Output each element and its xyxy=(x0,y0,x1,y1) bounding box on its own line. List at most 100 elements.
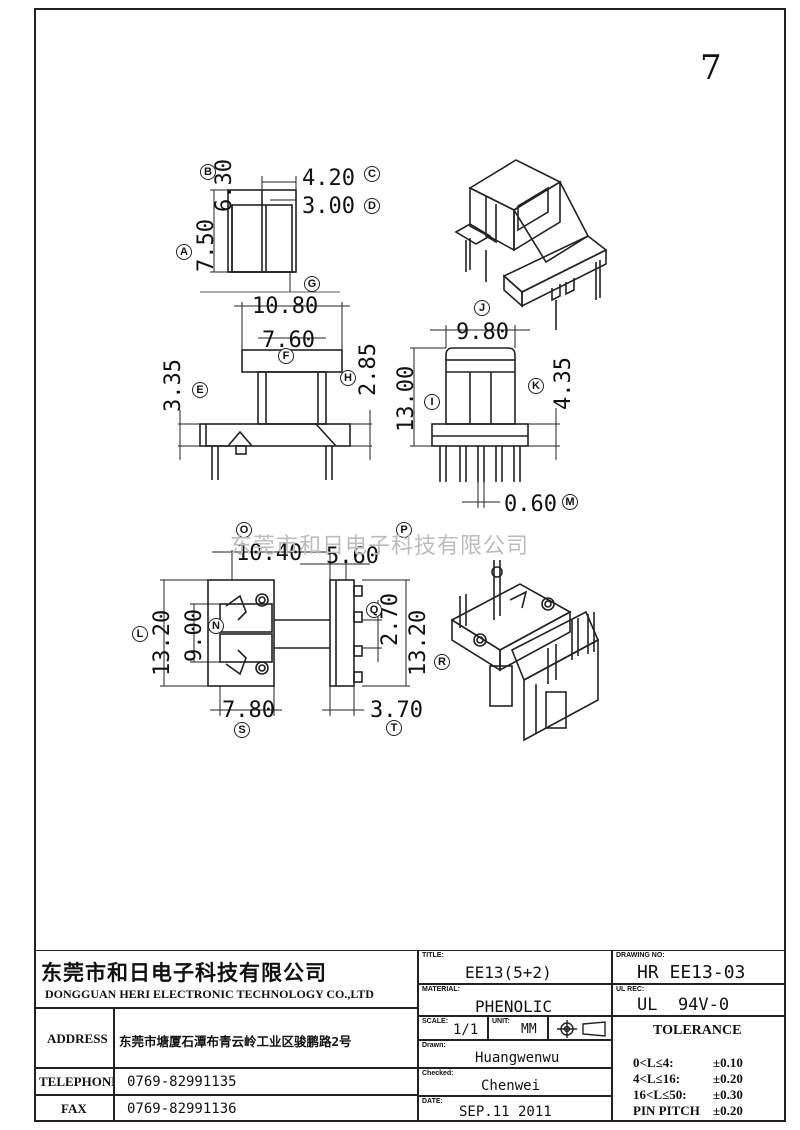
dim-d: 3.00 xyxy=(302,194,355,219)
checked-cell: Checked: Chenwei xyxy=(418,1068,612,1096)
label-m: M xyxy=(562,494,578,510)
bottom-view xyxy=(160,550,410,716)
page-number: 7 xyxy=(700,48,722,88)
date-label: DATE: xyxy=(422,1098,443,1105)
dim-f: 7.60 xyxy=(262,328,315,353)
telephone-label-cell: TELEPHONE xyxy=(34,1068,114,1095)
dim-b: 6.30 xyxy=(212,159,237,212)
watermark: 东莞市和日电子科技有限公司 xyxy=(230,534,530,559)
drawn-value: Huangwenwu xyxy=(475,1050,560,1066)
dim-g: 10.80 xyxy=(252,294,319,319)
material-cell: MATERIAL: PHENOLIC xyxy=(418,984,612,1016)
label-k: K xyxy=(528,378,544,394)
label-n: N xyxy=(208,618,224,634)
dim-i: 13.00 xyxy=(394,365,419,432)
scale-label: SCALE: xyxy=(422,1018,449,1025)
dim-h: 2.85 xyxy=(356,343,381,396)
label-e: E xyxy=(192,382,208,398)
projection-symbol-cell xyxy=(548,1016,612,1040)
dim-s: 7.80 xyxy=(222,698,275,723)
unit-value: MM xyxy=(521,1022,537,1037)
label-h: H xyxy=(340,370,356,386)
drawn-label: Drawn: xyxy=(422,1042,446,1049)
date-cell: DATE: SEP.11 2011 xyxy=(418,1096,612,1122)
tolerance-range-3: 16<L≤50: xyxy=(633,1087,687,1102)
label-p: P xyxy=(396,522,412,538)
tolerance-cell: TOLERANCE 0<L≤4: ±0.10 4<L≤16: ±0.20 16<… xyxy=(612,1016,786,1122)
label-j: J xyxy=(474,300,490,316)
dim-p: 5.60 xyxy=(326,544,379,569)
company-name-en: DONGGUAN HERI ELECTRONIC TECHNOLOGY CO.,… xyxy=(45,987,374,1001)
isometric-view-top xyxy=(454,159,608,330)
address-value-cell: 东莞市塘厦石潭布青云岭工业区骏鹏路2号 xyxy=(114,1008,418,1068)
label-f: F xyxy=(278,348,294,364)
dim-e: 3.35 xyxy=(161,359,186,412)
telephone-value: 0769-82991135 xyxy=(127,1074,237,1090)
ul-rec-cell: UL REC: UL 94V-0 xyxy=(612,984,786,1016)
label-a: A xyxy=(176,244,192,260)
address-label: ADDRESS xyxy=(47,1031,108,1046)
label-l: L xyxy=(132,626,148,642)
dim-m: 0.60 xyxy=(504,492,557,517)
drawn-cell: Drawn: Huangwenwu xyxy=(418,1040,612,1068)
title-cell: TITLE: EE13(5+2) xyxy=(418,950,612,984)
label-q: Q xyxy=(366,602,382,618)
dim-r: 13.20 xyxy=(406,609,431,676)
checked-value: Chenwei xyxy=(481,1078,541,1094)
tolerance-range-1: 0<L≤4: xyxy=(633,1055,674,1070)
fax-label-cell: FAX xyxy=(34,1095,114,1122)
title-label: TITLE: xyxy=(422,952,444,959)
address-label-cell: ADDRESS xyxy=(34,1008,114,1068)
label-d: D xyxy=(364,198,380,214)
dim-q: 2.70 xyxy=(378,593,403,646)
tolerance-value-3: ±0.30 xyxy=(713,1087,743,1102)
ul-rec-value: UL 94V-0 xyxy=(637,995,730,1015)
fax-value-cell: 0769-82991136 xyxy=(114,1095,418,1122)
telephone-value-cell: 0769-82991135 xyxy=(114,1068,418,1095)
fax-label: FAX xyxy=(61,1101,87,1116)
dim-l: 13.20 xyxy=(150,609,175,676)
isometric-view-bottom xyxy=(450,560,600,742)
unit-cell: UNIT: MM xyxy=(488,1016,548,1040)
front-elevation-view xyxy=(178,302,372,480)
checked-label: Checked: xyxy=(422,1070,454,1077)
projection-symbol-icon xyxy=(557,1020,606,1038)
technical-drawing xyxy=(160,159,608,742)
dim-n: 9.00 xyxy=(182,609,207,662)
label-b: B xyxy=(200,164,216,180)
dim-k: 4.35 xyxy=(551,357,576,410)
label-t: T xyxy=(386,720,402,736)
company-cell: 东莞市和日电子科技有限公司 DONGGUAN HERI ELECTRONIC T… xyxy=(34,950,418,1008)
label-i: I xyxy=(424,394,440,410)
ul-rec-label: UL REC: xyxy=(616,986,645,993)
drawing-no-cell: DRAWING NO: HR EE13-03 xyxy=(612,950,786,984)
fax-value: 0769-82991136 xyxy=(127,1101,237,1117)
dim-j: 9.80 xyxy=(456,320,509,345)
tolerance-value-4: ±0.20 xyxy=(713,1103,743,1118)
date-value: SEP.11 2011 xyxy=(459,1104,552,1120)
drawing-no-label: DRAWING NO: xyxy=(616,952,665,959)
scale-cell: SCALE: 1/1 xyxy=(418,1016,488,1040)
scale-value: 1/1 xyxy=(453,1022,479,1038)
address-value: 东莞市塘厦石潭布青云岭工业区骏鹏路2号 xyxy=(119,1034,352,1049)
tolerance-range-4: PIN PITCH xyxy=(633,1103,700,1118)
dim-o: 10.40 xyxy=(236,541,303,566)
dim-c: 4.20 xyxy=(302,166,355,191)
unit-label: UNIT: xyxy=(492,1018,510,1025)
tolerance-value-2: ±0.20 xyxy=(713,1071,743,1086)
dim-t: 3.70 xyxy=(370,698,423,723)
dim-a: 7.50 xyxy=(194,219,219,272)
title-value: EE13(5+2) xyxy=(465,963,552,982)
top-section-view xyxy=(200,176,340,293)
side-elevation-view xyxy=(410,325,560,508)
tolerance-range-2: 4<L≤16: xyxy=(633,1071,681,1086)
company-name-cn: 东莞市和日电子科技有限公司 xyxy=(41,961,327,985)
label-g: G xyxy=(304,276,320,292)
label-r: R xyxy=(434,654,450,670)
title-block: 东莞市和日电子科技有限公司 DONGGUAN HERI ELECTRONIC T… xyxy=(34,950,786,1122)
drawing-no-value: HR EE13-03 xyxy=(637,962,746,983)
telephone-label: TELEPHONE xyxy=(39,1074,114,1089)
tolerance-label: TOLERANCE xyxy=(653,1023,742,1038)
material-label: MATERIAL: xyxy=(422,986,460,993)
label-c: C xyxy=(364,166,380,182)
